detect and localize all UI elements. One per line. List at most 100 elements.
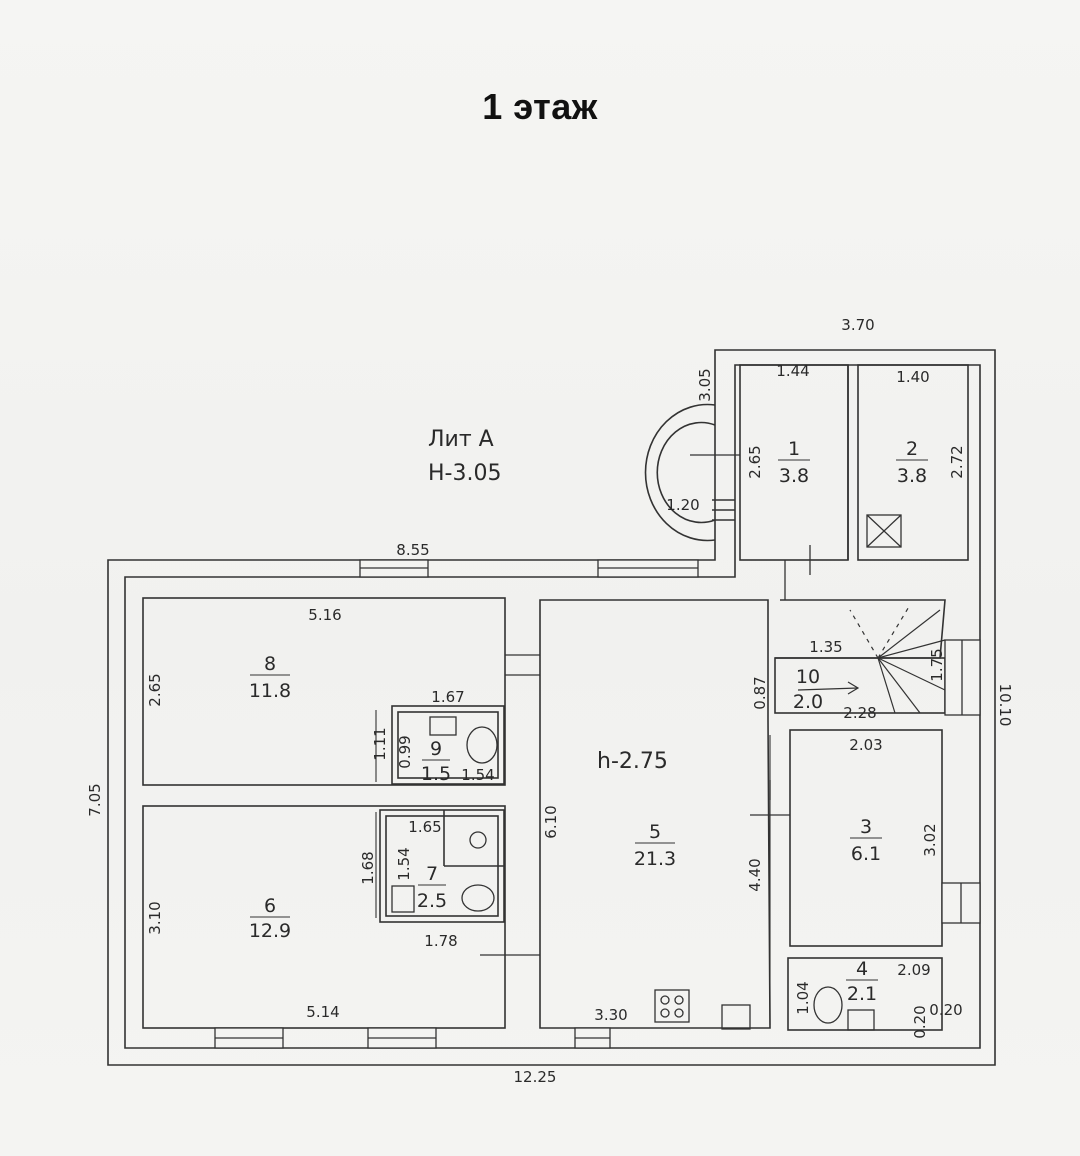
dim-room3-left: 4.40 — [746, 858, 764, 891]
stair-arrow — [797, 687, 859, 691]
sink-9 — [429, 716, 457, 736]
dimension-ticks — [375, 710, 771, 1025]
sink-7 — [391, 885, 415, 913]
stove-burner-4 — [674, 1008, 684, 1018]
outer-wall — [107, 349, 996, 1066]
toilet-7 — [461, 884, 495, 912]
stair-line-5 — [877, 657, 896, 714]
sink-5 — [721, 1004, 751, 1030]
room-5-area: 21.3 — [634, 848, 676, 870]
dim-room1-height: 2.65 — [746, 445, 764, 478]
room-6-outline — [142, 805, 506, 1029]
dim-room7-outer: 1.68 — [359, 851, 377, 884]
stove-burner-3 — [660, 1008, 670, 1018]
dim-wc-w: 0.20 — [929, 1001, 962, 1019]
dim-stair-height: 1.75 — [928, 648, 946, 681]
shower-7 — [469, 831, 487, 849]
floor-title: 1 этаж — [482, 86, 598, 127]
dim-room4-width: 2.09 — [897, 961, 930, 979]
stair-line-4 — [877, 657, 921, 714]
room-9-number: 9 — [430, 738, 442, 760]
dim-room7-inner: 1.54 — [395, 847, 413, 880]
dim-main-top: 8.55 — [396, 541, 429, 559]
room-5-number: 5 — [649, 821, 661, 843]
building-height: Н-3.05 — [428, 461, 501, 486]
sink-4 — [847, 1009, 875, 1031]
room-4-area: 2.1 — [847, 983, 877, 1005]
chimney-box — [866, 514, 902, 548]
toilet-9 — [466, 726, 498, 764]
stair-line-1 — [877, 609, 941, 659]
stair-line-6 — [849, 609, 879, 659]
room-2-area: 3.8 — [897, 465, 927, 487]
dim-total-bottom: 12.25 — [514, 1068, 557, 1086]
room-7-number: 7 — [426, 863, 438, 885]
dim-annex-left: 3.05 — [696, 368, 714, 401]
room-10-area: 2.0 — [793, 691, 823, 713]
dim-room10-width: 2.28 — [843, 704, 876, 722]
room-8-outline — [142, 597, 506, 786]
building-name: Лит А — [428, 427, 494, 452]
room-6-number: 6 — [264, 895, 276, 917]
stair-hall — [775, 599, 946, 659]
dim-room2-height: 2.72 — [948, 445, 966, 478]
dim-room1-width: 1.44 — [776, 362, 809, 380]
room-2-outline — [857, 364, 969, 561]
dim-room3-height: 3.02 — [921, 823, 939, 856]
room-3-area: 6.1 — [851, 843, 881, 865]
room-9-area: 1.5 — [421, 763, 451, 785]
ceiling-height: h-2.75 — [597, 749, 668, 774]
dim-wc-h: 0.20 — [911, 1005, 929, 1038]
room-9-inner — [397, 711, 499, 779]
porch-outer-arc — [644, 403, 716, 542]
room-4-number: 4 — [856, 958, 868, 980]
room-8-number: 8 — [264, 653, 276, 675]
room-6-area: 12.9 — [249, 920, 291, 942]
dim-room2-width: 1.40 — [896, 368, 929, 386]
porch — [644, 403, 735, 542]
windows — [214, 559, 981, 1049]
room-3-number: 3 — [860, 816, 872, 838]
room-1-area: 3.8 — [779, 465, 809, 487]
staircase — [797, 604, 946, 714]
room-3-outline — [789, 729, 943, 947]
dim-room5-height: 6.10 — [542, 805, 560, 838]
dim-room7-bottom: 1.78 — [424, 932, 457, 950]
dim-total-left: 7.05 — [86, 783, 104, 816]
dim-room7-top: 1.65 — [408, 818, 441, 836]
chimney-x2 — [866, 514, 902, 548]
dim-room8-width: 5.16 — [308, 606, 341, 624]
doors — [480, 454, 811, 956]
stove-burner-2 — [674, 995, 684, 1005]
stair-line-7 — [877, 604, 911, 659]
stove-burner-1 — [660, 995, 670, 1005]
inner-wall-line — [124, 364, 981, 1049]
room-7-area: 2.5 — [417, 890, 447, 912]
dim-room9-width: 1.54 — [461, 766, 494, 784]
plan-labels: Лит А Н-3.05 h-2.75 1 3.8 2 3.8 3 6.1 4 … — [86, 316, 1014, 1086]
dim-room4-height: 1.04 — [794, 981, 812, 1014]
room-1-number: 1 — [788, 438, 800, 460]
dim-room9-outer: 1.11 — [371, 727, 389, 760]
toilet-4 — [813, 986, 843, 1024]
porch-inner-arc — [656, 421, 716, 524]
dim-total-right: 10.10 — [996, 684, 1014, 727]
stair-line-2 — [877, 639, 946, 659]
dim-room5-width: 3.30 — [594, 1006, 627, 1024]
room-8-area: 11.8 — [249, 680, 291, 702]
dim-room9-top: 1.67 — [431, 688, 464, 706]
room-10-number: 10 — [796, 666, 820, 688]
dim-porch-width: 1.20 — [666, 496, 699, 514]
room-2-number: 2 — [906, 438, 918, 460]
stair-arrowhead — [847, 681, 860, 695]
dim-room3-width: 2.03 — [849, 736, 882, 754]
dim-room6-height: 3.10 — [146, 901, 164, 934]
dim-top-annex: 3.70 — [841, 316, 874, 334]
dim-room6-width: 5.14 — [306, 1003, 339, 1021]
dim-room9-inner: 0.99 — [396, 735, 414, 768]
fixtures — [391, 514, 902, 1031]
room-9-outline — [391, 705, 505, 785]
stove — [654, 989, 690, 1023]
